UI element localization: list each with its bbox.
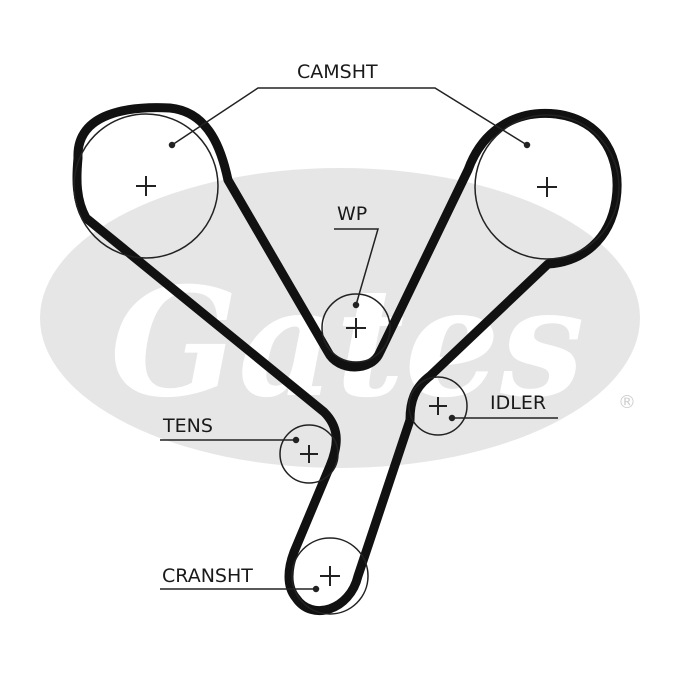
tensioner-pulley bbox=[279, 424, 339, 484]
water-pump-leader bbox=[334, 228, 379, 306]
camshaft-pulley-right bbox=[474, 114, 620, 260]
registered-mark: ® bbox=[618, 392, 636, 413]
timing-belt bbox=[72, 103, 622, 616]
crankshaft-label: CRANSHT bbox=[162, 565, 253, 587]
tensioner-label: TENS bbox=[162, 415, 213, 437]
watermark-brand-text: Gates bbox=[110, 255, 584, 431]
water-pump-pulley bbox=[321, 293, 391, 363]
camshaft-pulley-left bbox=[73, 113, 219, 259]
leader-lines bbox=[160, 87, 558, 593]
camshaft-leader bbox=[171, 87, 528, 146]
idler-pulley bbox=[408, 376, 468, 436]
idler-label: IDLER bbox=[490, 392, 546, 414]
crankshaft-pulley bbox=[291, 537, 369, 615]
water-pump-label: WP bbox=[337, 203, 367, 225]
camshaft-label: CAMSHT bbox=[297, 61, 378, 83]
